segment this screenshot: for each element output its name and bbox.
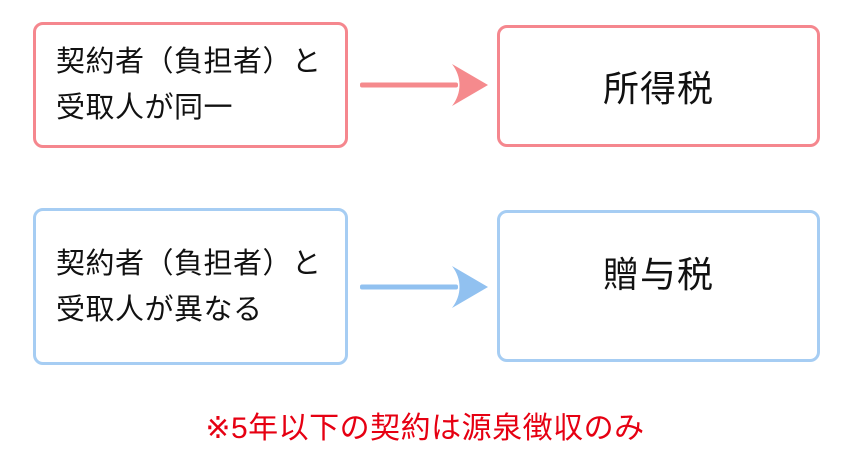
footnote-withholding-note: ※5年以下の契約は源泉徴収のみ — [205, 412, 645, 445]
condition-text-line1: 契約者（負担者）と — [56, 247, 322, 280]
condition-text-line1: 契約者（負担者）と — [56, 46, 322, 78]
result-box-gift-tax: 贈与税 — [497, 210, 820, 362]
arrow-right-icon — [360, 266, 488, 308]
condition-box-same-recipient: 契約者（負担者）と 受取人が同一 — [33, 22, 348, 148]
condition-text-line2: 受取人が異なる — [56, 293, 263, 326]
result-text: 所得税 — [602, 68, 714, 109]
condition-text-line2: 受取人が同一 — [56, 92, 234, 124]
result-box-income-tax: 所得税 — [497, 25, 820, 147]
arrow-right-icon — [360, 64, 488, 106]
result-text: 贈与税 — [602, 254, 714, 295]
condition-box-different-recipient: 契約者（負担者）と 受取人が異なる — [33, 208, 348, 365]
